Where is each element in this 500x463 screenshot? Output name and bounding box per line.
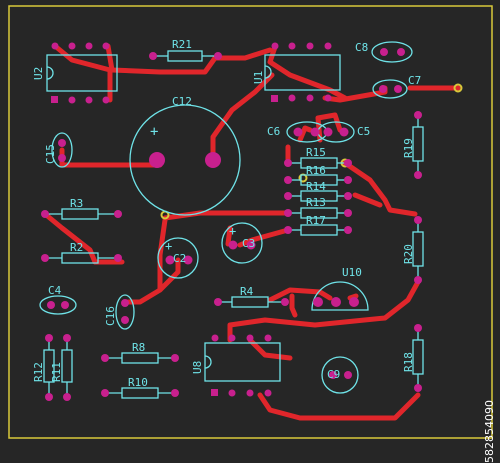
- pads: [41, 42, 422, 401]
- label-c2: C2: [173, 252, 186, 265]
- c3-outline: [221, 222, 263, 264]
- c8-outline: [371, 41, 413, 63]
- r8-body: [121, 352, 159, 364]
- label-r21: R21: [172, 38, 192, 51]
- label-r10: R10: [128, 376, 148, 389]
- label-r11: R11: [50, 362, 63, 382]
- r21-body: [167, 50, 203, 62]
- label-r4: R4: [240, 285, 254, 298]
- label-c7: C7: [408, 74, 421, 87]
- c7-outline: [372, 79, 408, 99]
- label-r16: R16: [306, 164, 326, 177]
- label-r8: R8: [132, 341, 145, 354]
- label-c8: C8: [355, 41, 368, 54]
- label-c3: C3: [242, 237, 255, 250]
- label-c6: C6: [267, 125, 280, 138]
- label-c12-plus: +: [150, 124, 158, 140]
- c4-outline: [39, 295, 77, 315]
- pcb-layout: U2 R21 U1 C8 C7 C12 + C15 C6 C5 R19 R15 …: [8, 5, 493, 439]
- u2-outline: [46, 54, 118, 92]
- stock-id-watermark: 582854090: [483, 400, 496, 463]
- label-r17: R17: [306, 214, 326, 227]
- label-c3-plus: +: [229, 224, 236, 238]
- u10-outline: [311, 281, 369, 311]
- label-c2-plus: +: [165, 239, 172, 253]
- label-u1: U1: [252, 71, 265, 84]
- label-r18: R18: [402, 352, 415, 372]
- r10-body: [121, 387, 159, 399]
- u8-outline: [204, 342, 281, 382]
- label-c5: C5: [357, 125, 370, 138]
- c12-outline: [129, 104, 241, 216]
- c2-outline: [157, 237, 199, 279]
- label-u8: U8: [191, 361, 204, 374]
- label-r12: R12: [32, 362, 45, 382]
- label-r14: R14: [306, 180, 326, 193]
- label-c9: C9: [327, 368, 340, 381]
- silkscreen: [39, 41, 424, 399]
- copper-traces: [42, 43, 461, 421]
- via-1: [453, 83, 463, 93]
- label-r13: R13: [306, 196, 326, 209]
- label-r15: R15: [306, 146, 326, 159]
- c9-outline: [321, 356, 359, 394]
- label-c4: C4: [48, 284, 62, 297]
- r3-body: [61, 208, 99, 220]
- label-c16: C16: [104, 306, 117, 326]
- r4-body: [231, 296, 269, 308]
- r11-body: [61, 349, 73, 383]
- label-u10: U10: [342, 266, 362, 279]
- label-c15: C15: [44, 144, 57, 164]
- label-r2: R2: [70, 241, 83, 254]
- component-labels: U2 R21 U1 C8 C7 C12 + C15 C6 C5 R19 R15 …: [32, 38, 421, 389]
- label-r3: R3: [70, 197, 83, 210]
- board-outline: [8, 5, 493, 439]
- c16-outline: [115, 294, 135, 330]
- label-c12: C12: [172, 95, 192, 108]
- label-r20: R20: [402, 244, 415, 264]
- label-r19: R19: [402, 138, 415, 158]
- u1-outline: [264, 54, 341, 91]
- c15-outline: [51, 132, 73, 168]
- label-u2: U2: [32, 67, 45, 80]
